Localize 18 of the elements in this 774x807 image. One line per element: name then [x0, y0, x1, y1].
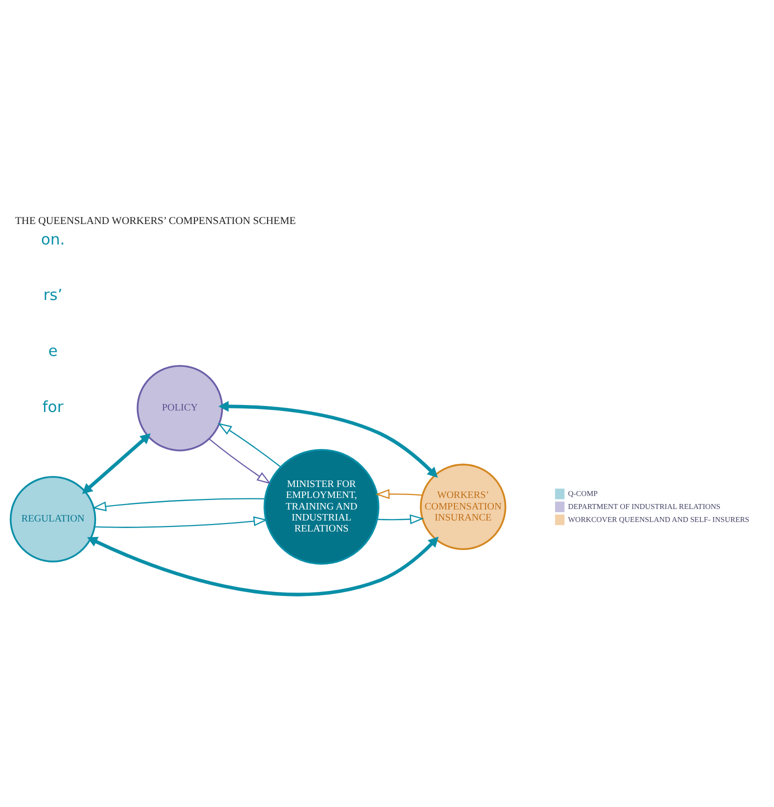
arrow [377, 514, 424, 524]
node-circle: REGULATION [10, 476, 96, 562]
node-circle: WORKERS’ COMPENSATION INSURANCE [420, 463, 506, 550]
diagram-title: THE QUEENSLAND WORKERS’ COMPENSATION SCHEME [15, 216, 296, 227]
label: e [48, 342, 58, 360]
arrow [218, 422, 281, 467]
arrow [87, 536, 439, 596]
arrow [82, 432, 151, 494]
node-circle: MINISTER FOR EMPLOYMENT, TRAINING AND INDUSTRIAL RELATIONS [264, 448, 380, 564]
arrow [375, 488, 422, 499]
arrow [92, 498, 265, 511]
label: for [42, 397, 64, 416]
label: rs’ [43, 286, 62, 304]
arrow [218, 400, 438, 478]
label: on. [40, 230, 65, 248]
node-circle: POLICY [136, 364, 224, 451]
arrow [208, 438, 271, 484]
arrow [94, 516, 268, 528]
